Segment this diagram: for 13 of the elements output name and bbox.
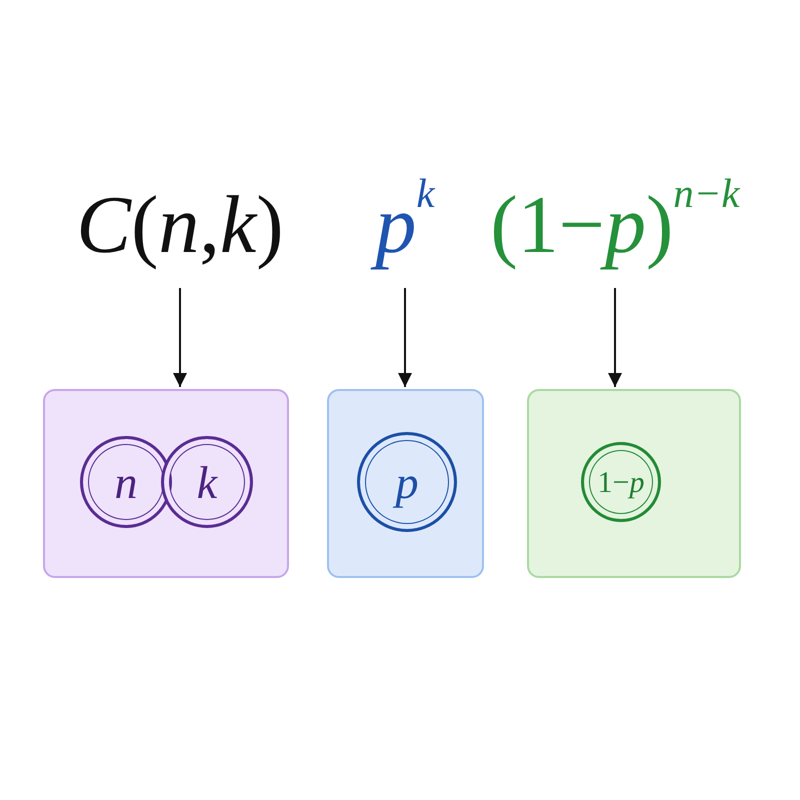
arrow bbox=[173, 288, 187, 387]
arrow bbox=[608, 288, 622, 387]
formula-term: C(n,k) bbox=[40, 170, 320, 280]
formula-term: p$^{k}$ bbox=[350, 170, 460, 280]
group-box bbox=[327, 389, 484, 578]
group-box bbox=[527, 389, 741, 578]
group-box bbox=[43, 389, 289, 578]
circle-token: 1−p bbox=[581, 442, 661, 522]
formula-term: (1−p)$^{n−k}$ bbox=[465, 170, 765, 280]
arrow bbox=[398, 288, 412, 387]
circle-token: k bbox=[161, 436, 253, 528]
circle-token: p bbox=[357, 432, 457, 532]
circle-token: n bbox=[80, 436, 172, 528]
